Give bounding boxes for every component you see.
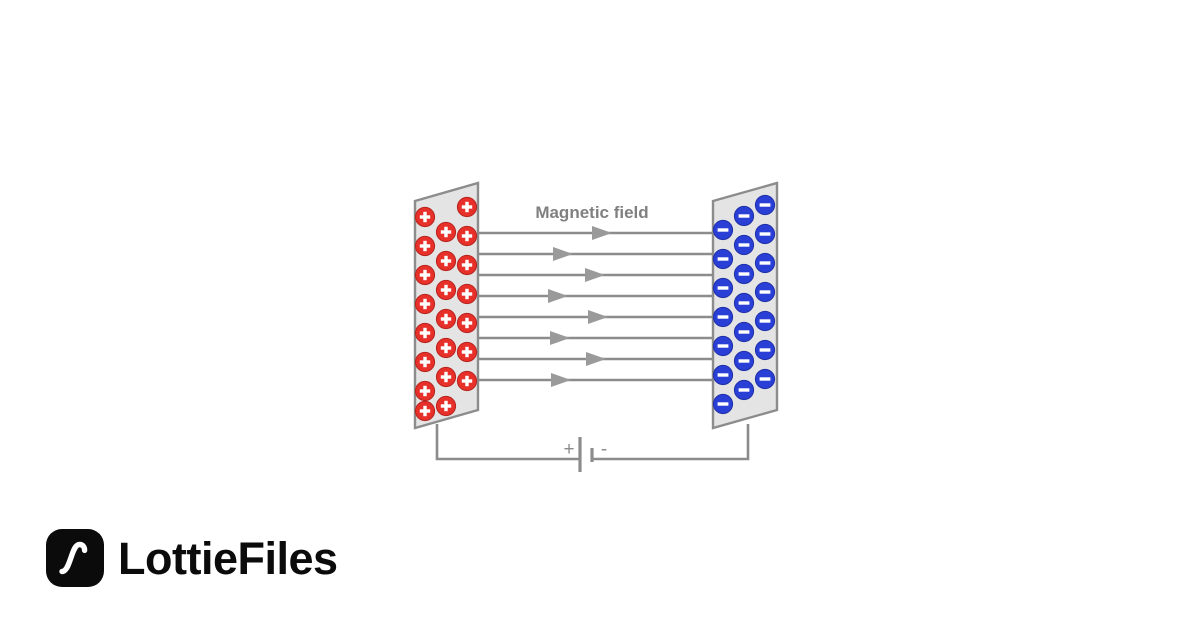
charge-positive bbox=[414, 322, 436, 344]
charge-negative bbox=[733, 321, 755, 343]
charge-negative bbox=[754, 310, 776, 332]
charge-negative bbox=[712, 248, 734, 270]
charge-positive bbox=[435, 395, 457, 417]
battery-positive-label: + bbox=[563, 439, 574, 460]
charge-negative bbox=[712, 277, 734, 299]
charge-positive bbox=[435, 250, 457, 272]
wire-positive-terminal bbox=[435, 424, 580, 461]
charge-positive bbox=[414, 206, 436, 228]
positive-charges bbox=[414, 196, 478, 422]
magnetic-field-label: Magnetic field bbox=[535, 203, 648, 222]
field-arrow-head bbox=[586, 352, 606, 366]
charge-negative bbox=[733, 292, 755, 314]
circuit-wires bbox=[435, 424, 750, 461]
charge-negative bbox=[733, 379, 755, 401]
charge-positive bbox=[414, 235, 436, 257]
field-arrow-head bbox=[588, 310, 608, 324]
charge-positive bbox=[414, 351, 436, 373]
charge-negative bbox=[712, 219, 734, 241]
charge-positive bbox=[414, 264, 436, 286]
charge-positive bbox=[456, 370, 478, 392]
charge-positive bbox=[456, 196, 478, 218]
charge-negative bbox=[733, 234, 755, 256]
charge-positive bbox=[456, 283, 478, 305]
charge-positive bbox=[414, 380, 436, 402]
charge-positive bbox=[414, 400, 436, 422]
field-arrow-head bbox=[550, 331, 570, 345]
charge-negative bbox=[712, 393, 734, 415]
charge-negative bbox=[733, 205, 755, 227]
positive-plate bbox=[413, 181, 480, 430]
charge-positive bbox=[456, 341, 478, 363]
field-arrow-head bbox=[585, 268, 605, 282]
charge-positive bbox=[435, 279, 457, 301]
wire-negative-terminal bbox=[592, 424, 750, 461]
lottiefiles-glyph bbox=[59, 541, 88, 575]
charge-negative bbox=[754, 368, 776, 390]
field-arrow-head bbox=[592, 226, 612, 240]
lottiefiles-wordmark: LottieFiles bbox=[118, 532, 338, 584]
charge-positive bbox=[414, 293, 436, 315]
charge-positive bbox=[435, 221, 457, 243]
negative-charges bbox=[712, 194, 776, 415]
charge-negative bbox=[712, 335, 734, 357]
charge-negative bbox=[733, 350, 755, 372]
charge-negative bbox=[712, 364, 734, 386]
charge-negative bbox=[754, 281, 776, 303]
charge-positive bbox=[456, 254, 478, 276]
charge-negative bbox=[733, 263, 755, 285]
field-arrow-head bbox=[551, 373, 571, 387]
charge-negative bbox=[754, 339, 776, 361]
magnetic-field-lines bbox=[472, 226, 716, 387]
field-arrow-head bbox=[548, 289, 568, 303]
battery-symbol: + - bbox=[563, 437, 607, 472]
charge-positive bbox=[456, 312, 478, 334]
charge-negative bbox=[754, 223, 776, 245]
field-arrow-head bbox=[553, 247, 573, 261]
charge-negative bbox=[754, 194, 776, 216]
negative-plate bbox=[711, 181, 779, 430]
charge-negative bbox=[754, 252, 776, 274]
charge-positive bbox=[456, 225, 478, 247]
lottiefiles-branding: LottieFiles bbox=[46, 529, 338, 587]
lottiefiles-logo-icon bbox=[46, 529, 104, 587]
charge-positive bbox=[435, 337, 457, 359]
charge-negative bbox=[712, 306, 734, 328]
charge-positive bbox=[435, 366, 457, 388]
battery-negative-label: - bbox=[601, 439, 607, 460]
charge-positive bbox=[435, 308, 457, 330]
